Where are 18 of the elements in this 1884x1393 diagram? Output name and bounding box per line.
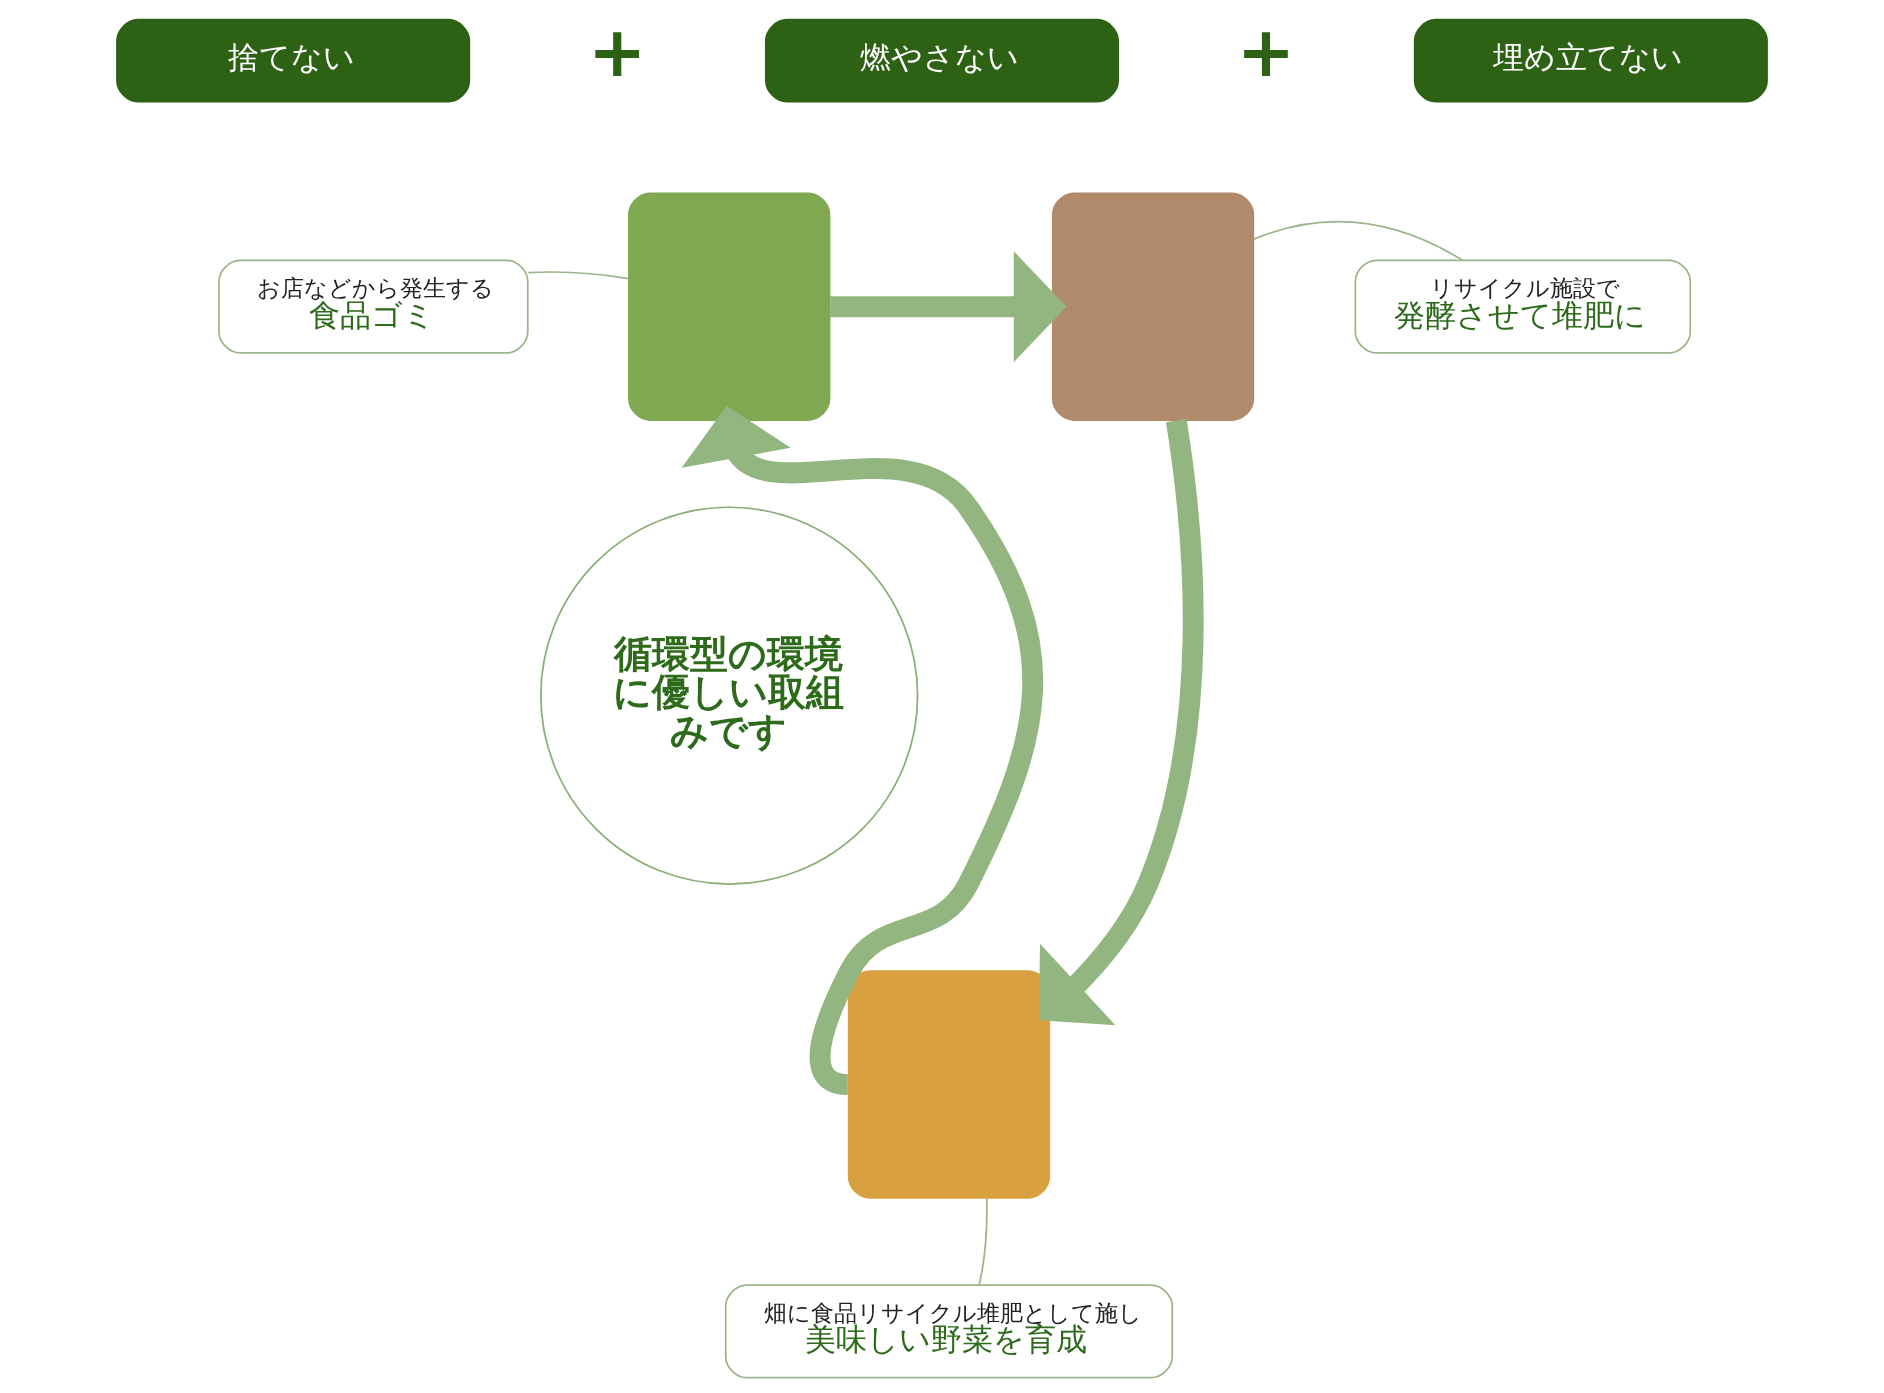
node-box: 燃やさない — [764, 18, 1120, 103]
arrow — [681, 405, 1043, 1095]
node-box — [847, 970, 1051, 1199]
connector — [1252, 220, 1464, 261]
node-box: 捨てない — [116, 18, 471, 103]
node-box: 埋め立てない — [1413, 18, 1768, 103]
label: + — [587, 11, 647, 93]
arrow — [830, 251, 1067, 363]
node-box — [628, 192, 831, 421]
node-box: リサイクル施設で 発酵させて堆肥に — [1354, 259, 1692, 354]
node-box: 畑に食品リサイクル堆肥として施し 美味しい野菜を育成 — [724, 1284, 1174, 1379]
label: + — [1236, 11, 1296, 93]
arrow — [1038, 419, 1204, 1026]
connector — [978, 1197, 988, 1286]
node-box — [1051, 192, 1255, 421]
node-box: お店などから発生する 食品ゴミ — [218, 259, 529, 354]
connector — [527, 271, 630, 280]
node-circle: 循環型の環境に優しい取組みです — [539, 506, 919, 885]
